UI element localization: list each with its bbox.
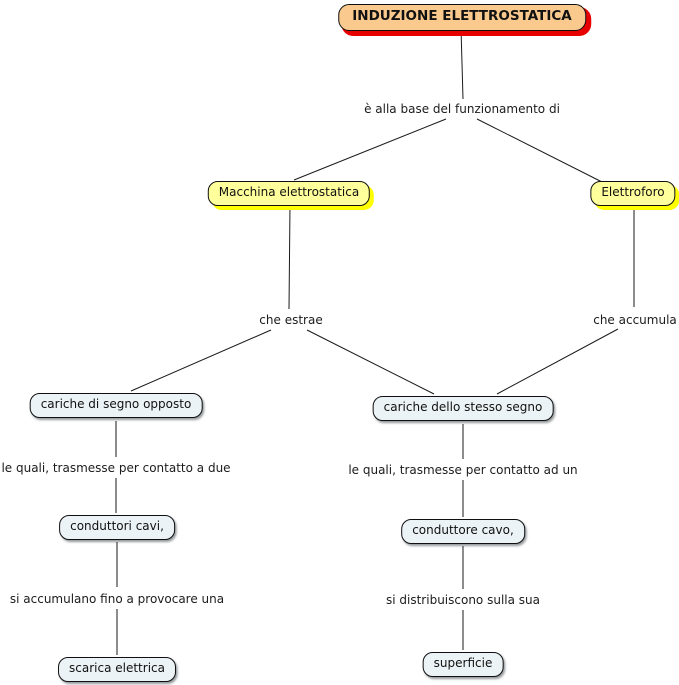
edge-label-che-estrae: che estrae [259,313,323,327]
node-elettroforo[interactable]: Elettroforo [590,181,676,206]
node-cariche-stesso-segno[interactable]: cariche dello stesso segno [372,396,554,421]
edge-label-trasmesse-ad-un: le quali, trasmesse per contatto ad un [348,463,578,477]
edge-label-trasmesse-a-due: le quali, trasmesse per contatto a due [1,461,231,475]
edge-label-si-distribuiscono: si distribuiscono sulla sua [386,593,540,607]
edge-label-base-funzionamento: è alla base del funzionamento di [364,102,560,116]
connector-line [288,204,291,310]
connector-line [476,118,607,185]
edge-label-che-accumula: che accumula [593,313,677,327]
node-superficie[interactable]: superficie [422,652,504,677]
edge-label-si-accumulano: si accumulano fino a provocare una [9,592,225,606]
node-scarica-elettrica[interactable]: scarica elettrica [58,657,176,682]
connector-line [460,27,464,100]
node-cariche-segno-opposto[interactable]: cariche di segno opposto [29,393,203,418]
node-conduttore-cavo[interactable]: conduttore cavo, [401,519,525,544]
connector-line [130,329,272,392]
node-macchina-elettrostatica[interactable]: Macchina elettrostatica [207,181,371,206]
node-induzione-elettrostatica[interactable]: INDUZIONE ELETTROSTATICA [338,4,586,31]
connector-line [293,118,447,181]
connector-line [496,328,619,395]
node-conduttori-cavi[interactable]: conduttori cavi, [59,515,175,540]
connector-line [306,329,435,395]
